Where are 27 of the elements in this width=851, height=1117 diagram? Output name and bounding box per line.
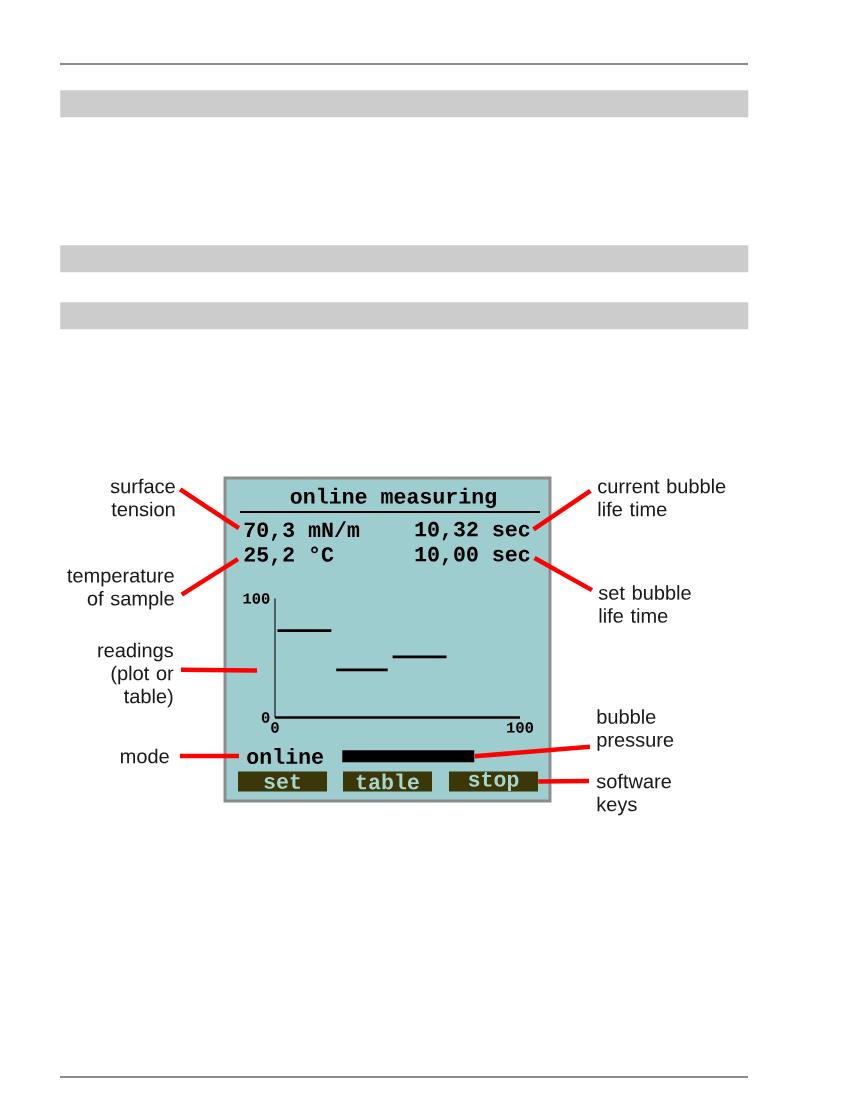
readout-text: 70,3 mN/m: [244, 521, 360, 541]
progress-bar: [342, 750, 475, 763]
callout-label: readings (plot or table): [98, 642, 174, 708]
shaded-band: [60, 302, 749, 330]
shaded-band: [60, 90, 749, 118]
shaded-band: [60, 245, 749, 273]
readout-text: 10,00 sec: [415, 546, 530, 566]
callout-label: bubble pressure: [597, 709, 674, 751]
leader-line: [532, 488, 592, 532]
leader-line: [180, 667, 258, 673]
leader-line: [178, 487, 241, 531]
leader-line: [538, 778, 589, 784]
line-chart: 0 100 0 100: [243, 593, 533, 733]
callout-label: current bubble life time: [598, 478, 726, 517]
soft-key: set: [238, 771, 327, 792]
soft-key: table: [343, 771, 432, 792]
leader-line: [180, 753, 239, 759]
readout-text: 10,32 sec: [415, 521, 530, 541]
readout-text: 25,2 °C: [244, 546, 334, 566]
soft-key: stop: [449, 771, 538, 792]
callout-label: software keys: [596, 773, 671, 816]
leader-line: [474, 744, 591, 759]
readout-text: online: [247, 748, 323, 764]
callout-label: surface tension: [110, 478, 175, 517]
callout-label: mode: [121, 748, 169, 764]
callout-label: set bubble life time: [598, 585, 691, 623]
callout-label: temperature of sample: [67, 569, 174, 610]
